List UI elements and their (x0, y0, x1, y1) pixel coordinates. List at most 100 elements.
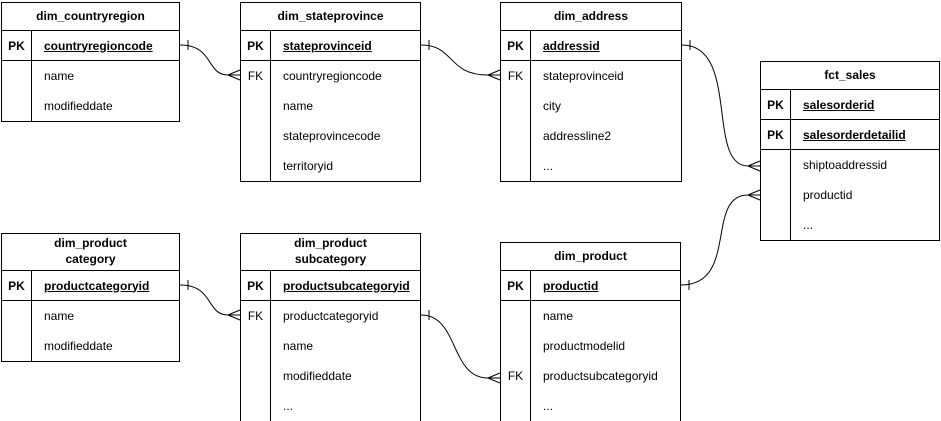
column-name: countryregioncode (44, 38, 153, 53)
entity-title: fct_sales (761, 62, 939, 90)
column-row[interactable]: ... (241, 391, 420, 421)
pk-row[interactable]: PK productsubcategoryid (241, 271, 420, 301)
crow-foot-many-icon (487, 372, 501, 384)
key-badge (2, 331, 32, 361)
column-row[interactable]: modifieddate (2, 91, 179, 121)
key-badge (761, 180, 791, 210)
entity-title-line: fct_sales (824, 67, 876, 82)
column-row[interactable]: ... (501, 151, 681, 181)
entity-title-line: dim_product (54, 236, 127, 251)
crow-foot-many-icon (487, 69, 501, 81)
column-row[interactable]: name (241, 331, 420, 361)
column-name: modifieddate (44, 99, 113, 113)
relationship-line[interactable] (179, 284, 229, 316)
key-badge (761, 150, 791, 180)
relationship-productcategory-productsubcategory[interactable] (179, 280, 241, 321)
fk-badge: FK (241, 61, 271, 91)
pk-row[interactable]: PK stateprovinceid (241, 31, 420, 61)
column-name: productid (803, 188, 853, 202)
pk-row[interactable]: PK addressid (501, 31, 681, 61)
entity-dim-productcategory[interactable]: dim_product category PK productcategoryi… (1, 233, 180, 362)
pk-row[interactable]: PK salesorderdetailid (761, 120, 939, 150)
column-name: productsubcategoryid (543, 369, 658, 383)
column-name: productcategoryid (44, 278, 150, 293)
entity-dim-product[interactable]: dim_product PK productid name productmod… (500, 242, 681, 421)
pk-badge: PK (501, 31, 531, 60)
column-name: name (543, 309, 574, 323)
entity-title-line: dim_product (294, 236, 367, 251)
relationship-line[interactable] (680, 194, 749, 286)
key-badge (501, 331, 531, 361)
pk-row[interactable]: PK countryregioncode (2, 31, 179, 61)
column-name: productcategoryid (283, 309, 379, 323)
column-row[interactable]: productmodelid (501, 331, 680, 361)
column-row[interactable]: addressline2 (501, 121, 681, 151)
pk-badge: PK (501, 271, 531, 300)
column-row[interactable]: shiptoaddressid (761, 150, 939, 180)
column-row[interactable]: stateprovincecode (241, 121, 420, 151)
column-name: stateprovinceid (543, 69, 624, 83)
column-row[interactable]: ... (761, 210, 939, 240)
entity-title-line: subcategory (294, 252, 367, 266)
column-name: city (543, 99, 561, 113)
entity-title-line: category (65, 252, 116, 266)
key-badge (241, 121, 271, 151)
entity-title: dim_product (501, 243, 680, 271)
entity-title: dim_stateprovince (241, 3, 420, 31)
column-row[interactable]: FK productcategoryid (241, 301, 420, 331)
column-row[interactable]: modifieddate (2, 331, 179, 361)
crow-foot-many-icon (747, 160, 761, 172)
pk-row[interactable]: PK productid (501, 271, 680, 301)
column-row[interactable]: FK stateprovinceid (501, 61, 681, 91)
relationship-countryregion-stateprovince[interactable] (179, 40, 241, 81)
relationship-productsubcategory-product[interactable] (420, 310, 501, 384)
column-row[interactable]: ... (501, 391, 680, 421)
pk-badge: PK (241, 31, 271, 60)
entity-fct-sales[interactable]: fct_sales PK salesorderid PK salesorderd… (760, 61, 940, 241)
key-badge (2, 91, 32, 121)
fk-badge: FK (241, 301, 271, 331)
key-badge (501, 91, 531, 121)
entity-title: dim_product category (2, 234, 179, 271)
relationship-stateprovince-address[interactable] (420, 40, 501, 81)
fk-badge: FK (501, 361, 531, 391)
column-name: ... (543, 159, 554, 173)
entity-dim-stateprovince[interactable]: dim_stateprovince PK stateprovinceid FK … (240, 2, 421, 182)
column-name: productmodelid (543, 339, 626, 353)
column-row[interactable]: modifieddate (241, 361, 420, 391)
relationship-line[interactable] (420, 44, 489, 76)
column-row[interactable]: FK countryregioncode (241, 61, 420, 91)
column-row[interactable]: name (241, 91, 420, 121)
pk-badge: PK (2, 271, 32, 300)
column-row[interactable]: FK productsubcategoryid (501, 361, 680, 391)
crow-foot-many-icon (227, 69, 241, 81)
pk-badge: PK (241, 271, 271, 300)
entity-dim-productsubcategory[interactable]: dim_product subcategory PK productsubcat… (240, 233, 421, 421)
column-row[interactable]: name (2, 61, 179, 91)
relationship-product-fctsales[interactable] (680, 189, 761, 290)
entity-dim-countryregion[interactable]: dim_countryregion PK countryregioncode n… (1, 2, 180, 122)
pk-row[interactable]: PK productcategoryid (2, 271, 179, 301)
entity-title-line: dim_address (553, 8, 629, 23)
column-row[interactable]: territoryid (241, 151, 420, 181)
relationship-line[interactable] (420, 314, 489, 379)
column-name: ... (543, 399, 554, 413)
column-row[interactable]: productid (761, 180, 939, 210)
relationship-address-fctsales[interactable] (681, 40, 761, 172)
key-badge (501, 301, 531, 331)
relationship-line[interactable] (681, 44, 749, 167)
column-name: addressid (543, 38, 600, 53)
pk-row[interactable]: PK salesorderid (761, 90, 939, 120)
column-name: name (283, 339, 314, 353)
column-row[interactable]: name (501, 301, 680, 331)
column-name: modifieddate (283, 369, 352, 383)
column-row[interactable]: name (2, 301, 179, 331)
fk-badge: FK (501, 61, 531, 91)
key-badge (501, 391, 531, 421)
column-name: stateprovincecode (283, 129, 381, 143)
column-row[interactable]: city (501, 91, 681, 121)
relationship-line[interactable] (179, 44, 229, 76)
entity-dim-address[interactable]: dim_address PK addressid FK stateprovinc… (500, 2, 682, 182)
